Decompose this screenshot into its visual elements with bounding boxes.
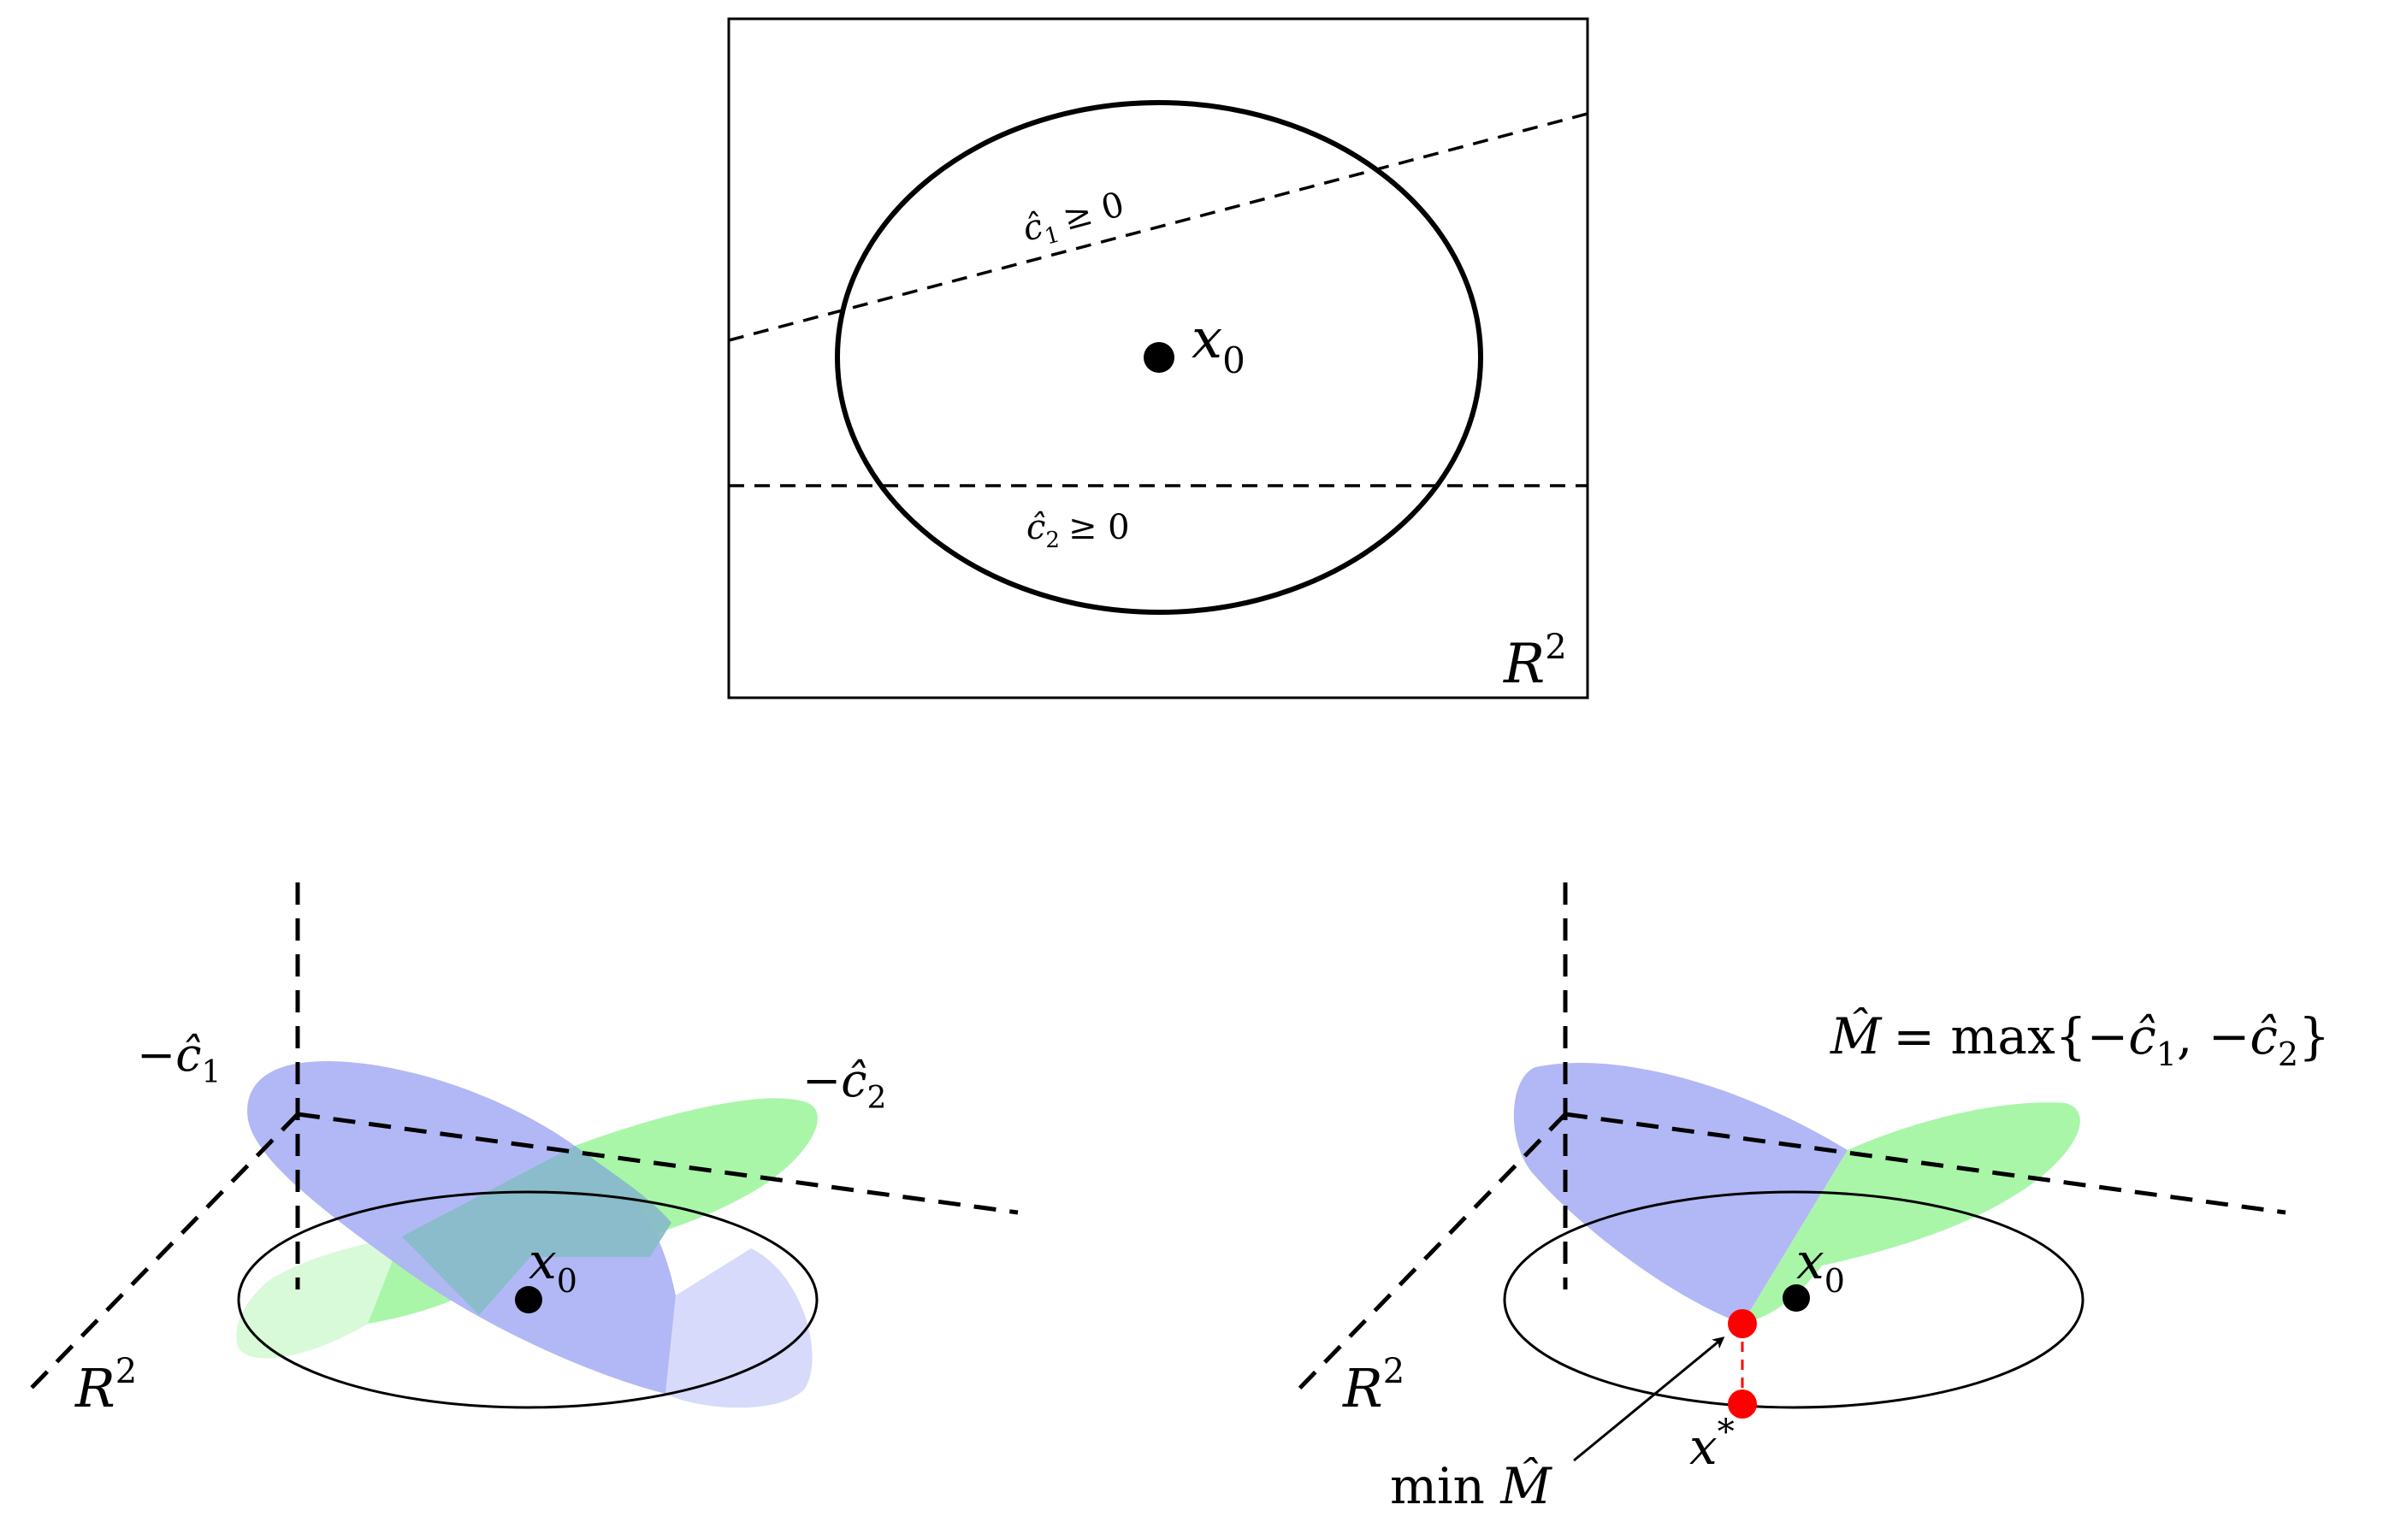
y-axis-left (28, 1112, 299, 1391)
space-label-right: R2 (1342, 1352, 1404, 1419)
center-label-left: x0 (529, 1232, 577, 1300)
surface-label-1: −ĉ1 (137, 1028, 221, 1090)
x-axis-right (1564, 1112, 2286, 1215)
blue-plane-light-lobe (665, 1248, 813, 1408)
max-function-label: M̂= max{−ĉ1, −ĉ2} (1830, 1006, 2330, 1073)
space-label-left: R2 (74, 1352, 137, 1419)
minimizer-point (1728, 1309, 1757, 1338)
constraint-label-2: ĉ2≥ 0 (1026, 508, 1130, 553)
center-point-left (515, 1286, 542, 1313)
y-axis-right (1297, 1112, 1567, 1391)
top-panel: x0 ĉ1≥ 0 ĉ2≥ 0 R2 (727, 17, 1589, 699)
optimum-label: x* (1689, 1413, 1735, 1476)
center-label-right: x0 (1796, 1232, 1845, 1300)
x-axis-left (297, 1112, 1019, 1215)
right-panel: x0 min M̂ x* R2 M̂= max{−ĉ1, −ĉ2} (1297, 882, 2330, 1515)
feasible-ellipse (835, 100, 1483, 615)
domain-ellipse-right (1503, 1190, 2085, 1409)
min-arrow (1573, 1336, 1725, 1462)
center-point (1144, 342, 1174, 373)
space-label-top: R2 (1503, 628, 1567, 696)
green-plane-light-lobe (236, 1236, 402, 1359)
top-panel-frame (727, 17, 1589, 699)
center-label: x0 (1192, 308, 1245, 381)
optimum-point (1728, 1390, 1757, 1419)
constraint-line-1 (728, 112, 1588, 342)
surface-label-2: −ĉ2 (802, 1053, 886, 1116)
domain-ellipse-left (237, 1190, 819, 1409)
center-point-right (1783, 1284, 1810, 1312)
svg-text:ĉ1≥ 0: ĉ1≥ 0 (1019, 185, 1130, 255)
left-panel: x0 −ĉ1 −ĉ2 R2 (28, 882, 1019, 1419)
constraint-label-1: ĉ1≥ 0 (1019, 185, 1130, 255)
blue-envelope (1513, 1062, 1848, 1324)
min-label: min M̂ (1390, 1456, 1552, 1515)
green-envelope (1742, 1102, 2080, 1324)
overlap-region (402, 1146, 671, 1315)
